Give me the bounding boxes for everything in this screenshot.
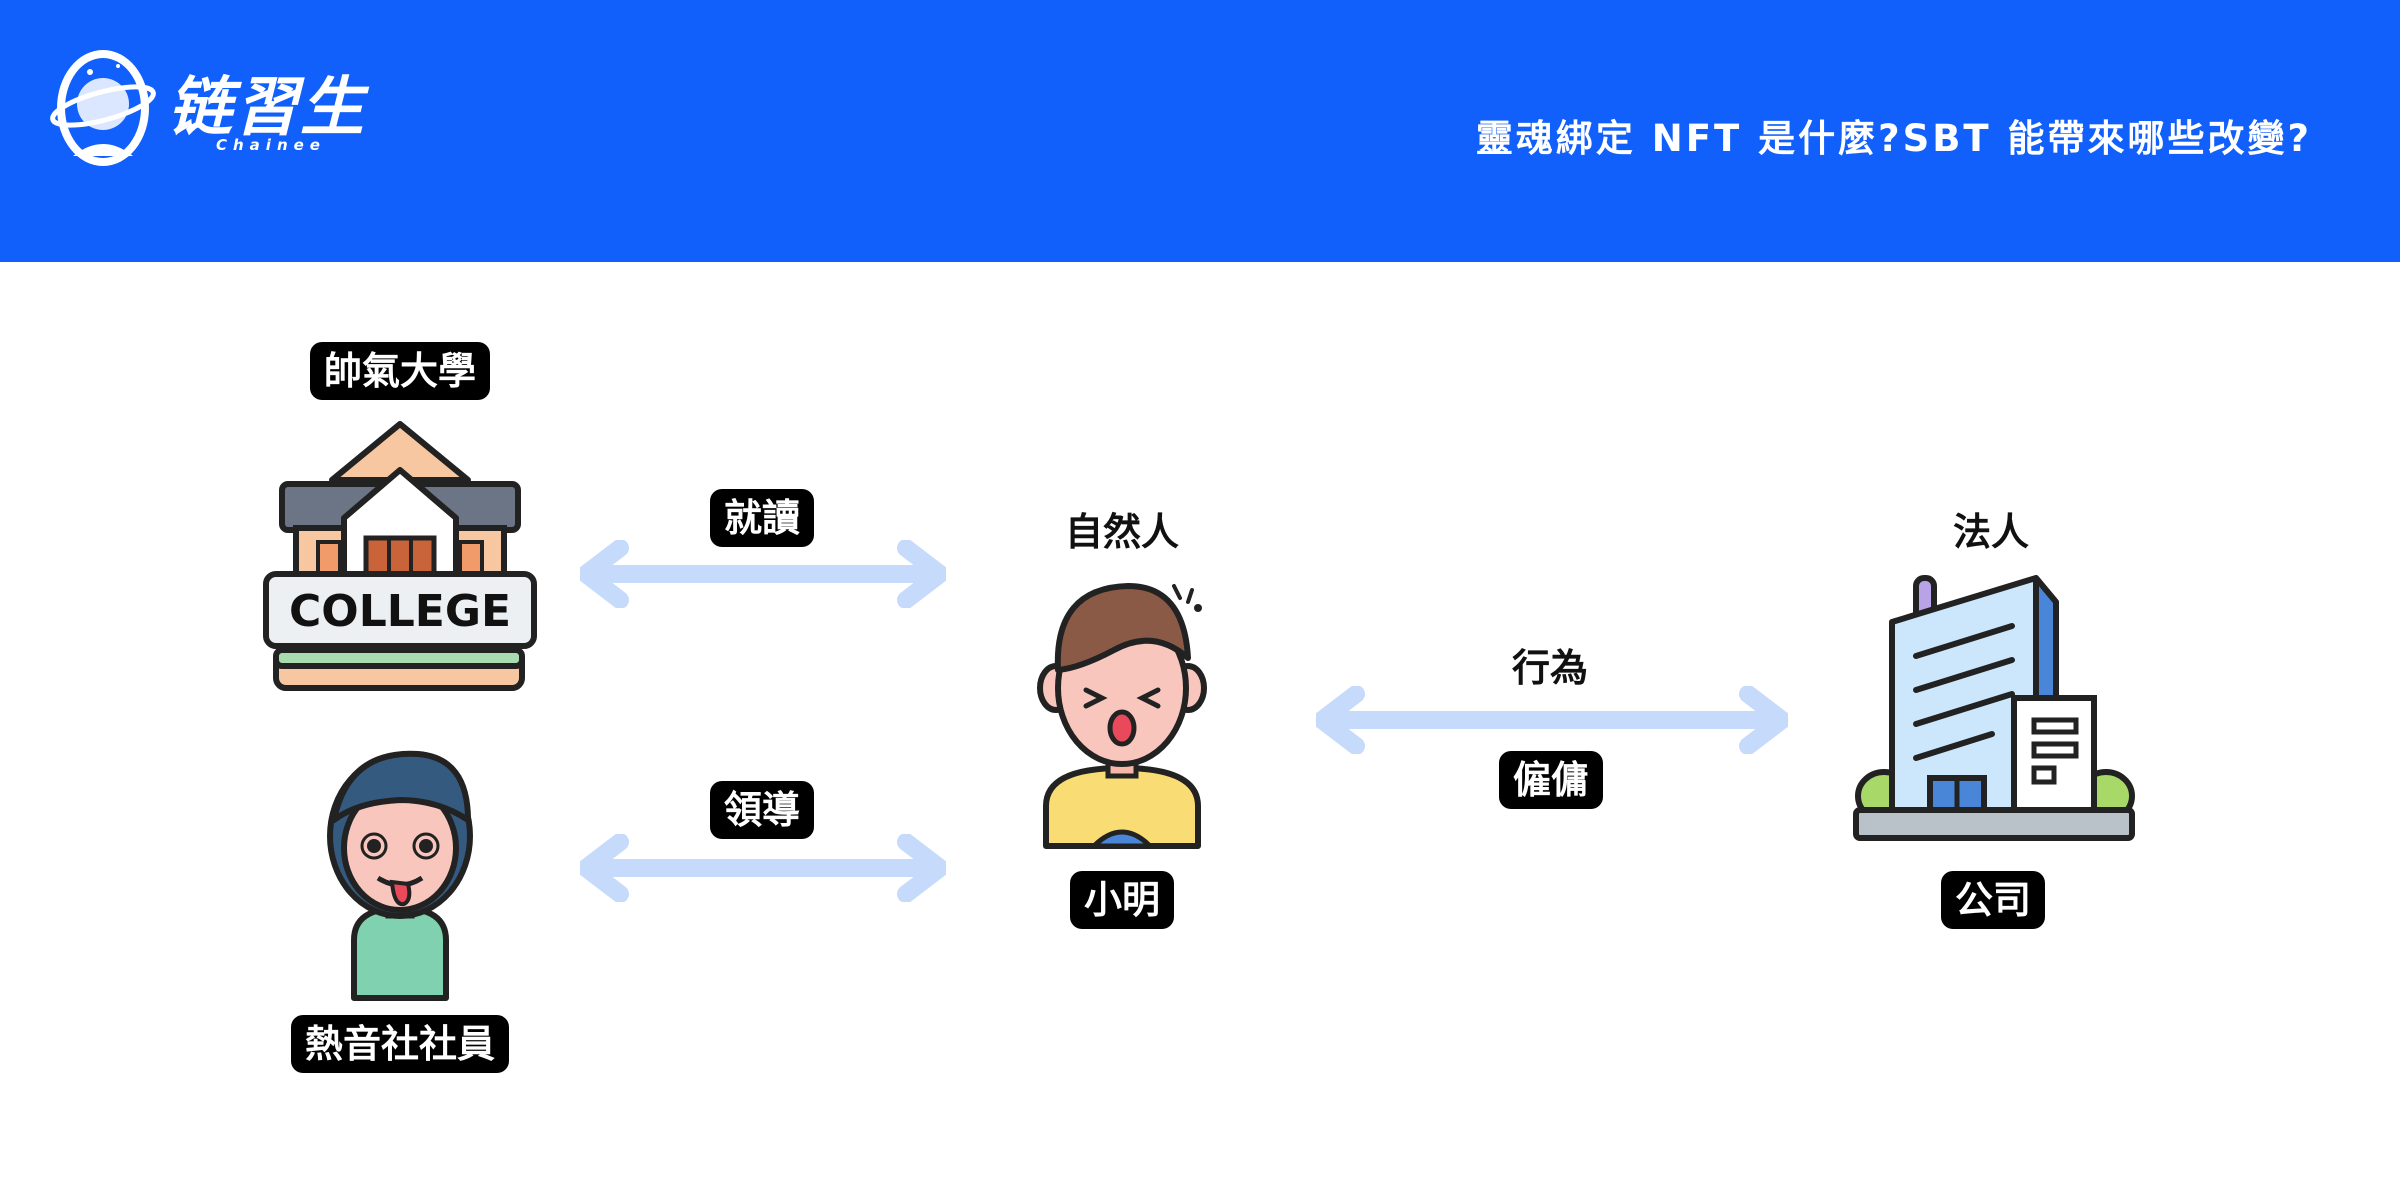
logo-text: 链習生 [168, 71, 366, 145]
legal-person-label: 法人 [1952, 510, 2030, 554]
page-title: 靈魂綁定 NFT 是什麼?SBT 能帶來哪些改變? [1475, 117, 2312, 160]
lead-label: 領導 [709, 781, 815, 839]
lead-double-arrow [580, 834, 946, 902]
header-bar: 链習生 Chainee 靈魂綁定 NFT 是什麼?SBT 能帶來哪些改變? [0, 0, 2400, 262]
astronaut-logo-icon [50, 50, 156, 166]
college-building-icon: COLLEGE [263, 421, 537, 691]
study-label: 就讀 [709, 489, 815, 547]
company-label: 公司 [1940, 871, 2046, 929]
chainee-logo[interactable]: 链習生 Chainee [48, 36, 368, 176]
logo-subtitle: Chainee [216, 136, 326, 154]
act-label: 行為 [1511, 646, 1589, 690]
employ-label: 僱傭 [1498, 751, 1604, 809]
university-label: 帥氣大學 [309, 342, 491, 400]
club-member-person-icon [327, 750, 473, 1001]
natural-person-label: 自然人 [1064, 510, 1180, 554]
club-member-label: 熱音社社員 [290, 1015, 510, 1073]
act-employ-double-arrow [1316, 686, 1788, 754]
college-sign-text: COLLEGE [289, 586, 511, 637]
office-building-icon [1853, 575, 2135, 841]
study-double-arrow [580, 540, 946, 608]
xiaoming-label: 小明 [1069, 871, 1175, 929]
xiaoming-person-icon [1037, 583, 1207, 849]
